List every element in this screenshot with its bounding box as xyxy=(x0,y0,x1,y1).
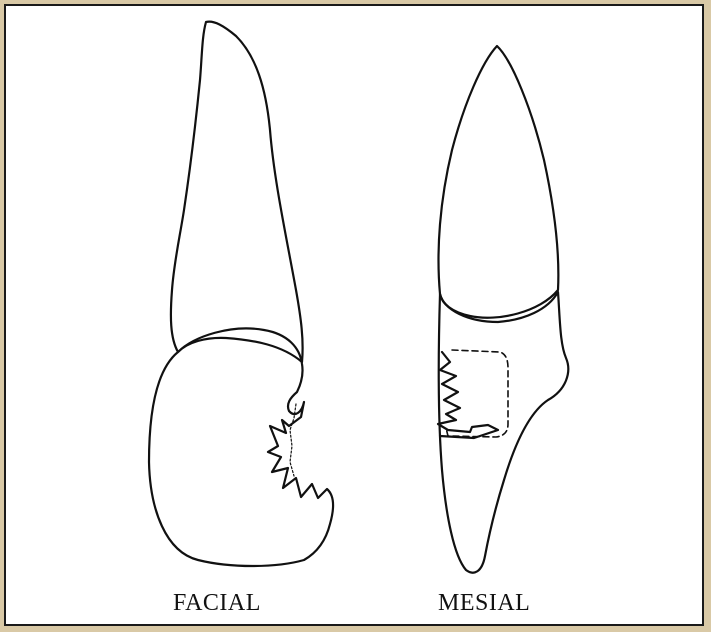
facial-root-outline xyxy=(171,22,303,362)
facial-crown-outline xyxy=(149,328,333,566)
mesial-crown-outline xyxy=(439,292,569,573)
mesial-root-outline xyxy=(439,46,559,318)
label-facial: FACIAL xyxy=(173,591,261,615)
label-mesial: MESIAL xyxy=(438,591,530,615)
mesial-fracture-edge xyxy=(438,352,498,438)
